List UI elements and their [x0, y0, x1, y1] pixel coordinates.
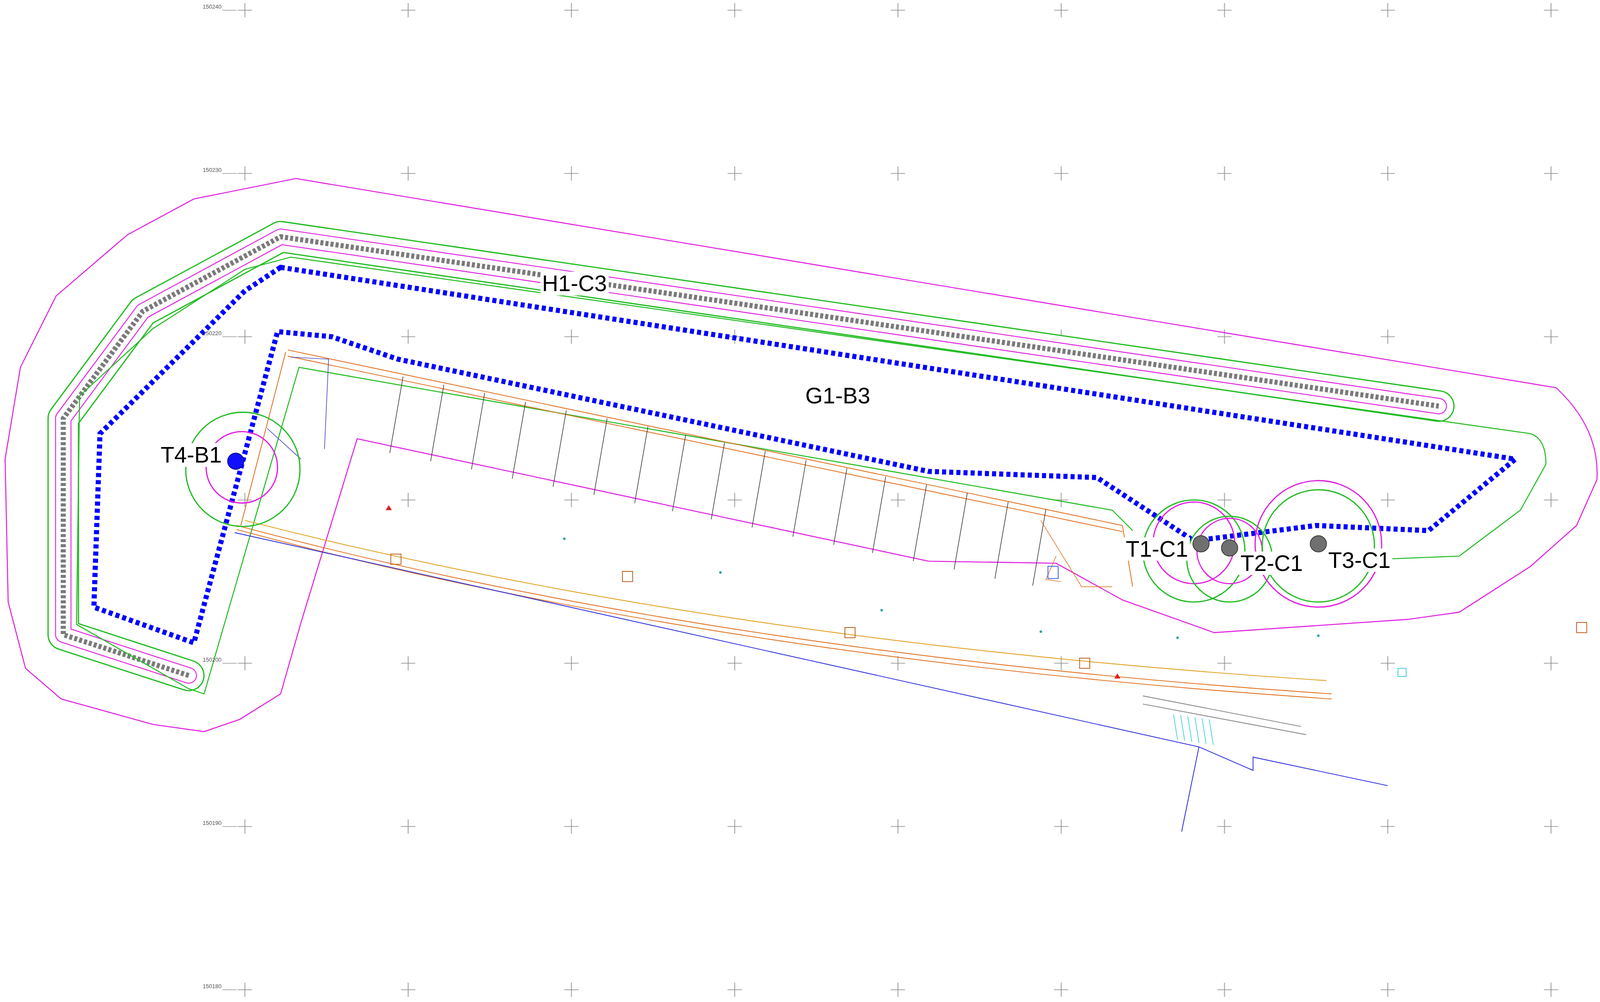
grid-crosses: [229, 0, 1567, 1002]
crane-position: T1-C1: [1123, 537, 1190, 561]
crane-radius: [185, 411, 1382, 607]
site-lines: [234, 349, 1389, 832]
coordinate-label: 150240: [202, 3, 222, 10]
zone-label: H1-C3: [540, 271, 609, 296]
coverage-polygon: [93, 267, 1515, 643]
crane-label: T4-B1: [158, 442, 224, 467]
crane-position: T4-B1: [158, 442, 224, 467]
coordinate-label: 150180: [202, 983, 222, 990]
track-band: [63, 236, 1439, 676]
coordinate-label: 150200: [202, 656, 222, 663]
crane-position: T3-C1: [1326, 548, 1393, 573]
crane-label: T2-C1: [1238, 551, 1305, 576]
crane-label: T1-C1: [1123, 537, 1190, 561]
coordinate-label: 150190: [202, 819, 222, 826]
level-points: [562, 537, 1320, 639]
zone-line: [76, 256, 1546, 694]
control-points: [385, 504, 1121, 679]
coordinate-label: 150220: [202, 330, 222, 337]
crane-position: T2-C1: [1238, 551, 1305, 576]
zone-label: G1-B3: [803, 383, 872, 408]
survey-marks: [390, 553, 1587, 677]
coordinate-label: 150230: [202, 167, 222, 174]
crane-label: T3-C1: [1326, 548, 1393, 573]
boundary-line: [5, 178, 1598, 731]
crane-track: [63, 236, 1439, 676]
